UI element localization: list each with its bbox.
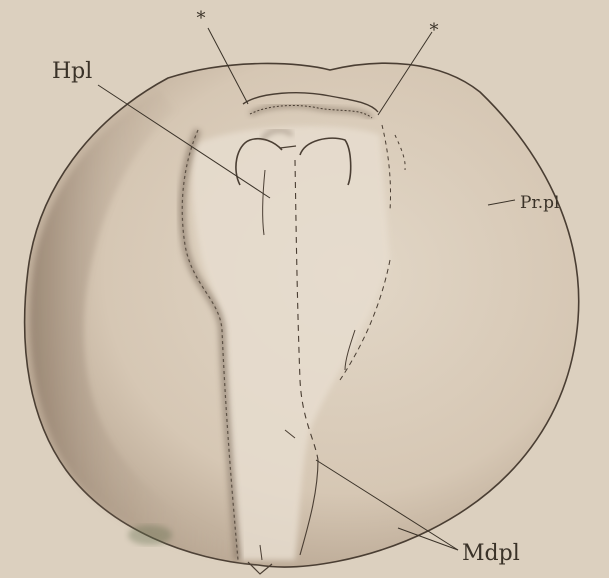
label-prpl: Pr.pl <box>520 193 559 213</box>
label-hpl: Hpl <box>52 59 92 84</box>
lower-left-tint <box>128 525 172 545</box>
marker-right: * <box>430 20 439 41</box>
marker-left: * <box>197 8 206 29</box>
label-mdpl: Mdpl <box>462 541 520 566</box>
